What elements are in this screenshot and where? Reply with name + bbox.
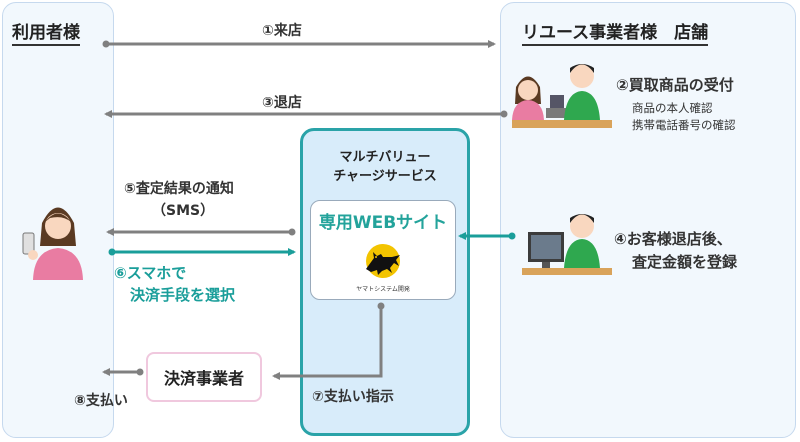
- customer-smartphone-icon: [22, 207, 83, 280]
- step-2-label: ②買取商品の受付: [616, 76, 734, 94]
- reuse-store-title: リユース事業者様 店舗: [522, 18, 709, 46]
- arrow-register: [458, 232, 516, 240]
- logo-company-text: ヤマトシステム開発: [356, 286, 410, 293]
- payment-provider-box: [146, 352, 262, 402]
- arrow-visit: [102, 40, 496, 48]
- step-3-label: ③退店: [262, 95, 302, 111]
- step-2-note-phone: 携帯電話番号の確認: [632, 118, 736, 132]
- step-6-line1: ⑥スマホで: [114, 264, 187, 282]
- staff-pc-icon: [522, 214, 612, 275]
- step-6-line2: 決済手段を選択: [130, 286, 236, 304]
- web-site-title: 専用WEBサイト: [318, 213, 448, 233]
- arrow-payment: [102, 368, 144, 376]
- step-5-line1: ⑤査定結果の通知: [124, 181, 234, 197]
- service-name-line1: マルチバリュー: [339, 150, 431, 165]
- service-name: マルチバリュー チャージサービス: [300, 148, 470, 186]
- step-1-label: ①来店: [262, 23, 302, 39]
- step-6-label: ⑥スマホで 決済手段を選択: [114, 262, 235, 306]
- step-8-label: ⑧支払い: [74, 393, 128, 409]
- step-4-line2: 査定金額を登録: [632, 253, 738, 271]
- arrow-leave: [104, 110, 508, 118]
- arrow-notify: [106, 228, 296, 236]
- arrow-select-payment: [108, 248, 296, 256]
- user-title: 利用者様: [12, 18, 80, 46]
- step-2-note-identity: 商品の本人確認: [632, 101, 713, 115]
- step-2-notes: 商品の本人確認 携帯電話番号の確認: [632, 100, 736, 134]
- black-cat-logo-icon: [366, 244, 400, 278]
- store-counter-icon: [512, 64, 612, 128]
- step-5-label: ⑤査定結果の通知 （SMS）: [124, 178, 234, 222]
- step-5-line2: （SMS）: [152, 203, 215, 219]
- step-4-label: ④お客様退店後、 査定金額を登録: [614, 228, 737, 274]
- reuse-store-panel: [500, 2, 796, 438]
- service-name-line2: チャージサービス: [333, 169, 437, 184]
- payment-provider-label: 決済事業者: [163, 369, 244, 388]
- arrow-payment-instruction: [272, 302, 385, 380]
- step-4-line1: ④お客様退店後、: [614, 230, 732, 248]
- step-7-label: ⑦支払い指示: [312, 389, 394, 405]
